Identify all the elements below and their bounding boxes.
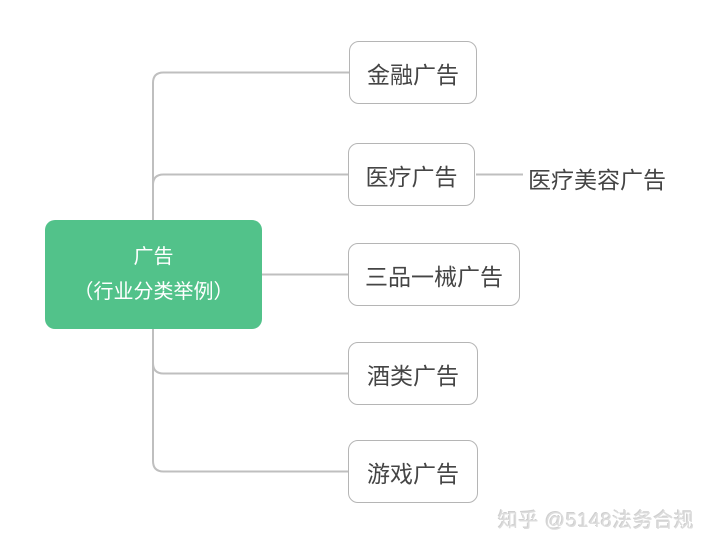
sub-node-medical-beauty-ads: 医疗美容广告 (528, 167, 666, 193)
root-node-advertising: 广告 （行业分类举例） (45, 220, 262, 329)
zhihu-watermark: 知乎 @5148法务合规 (498, 510, 695, 532)
child-node-label: 酒类广告 (367, 362, 459, 389)
child-node-alcohol-ads: 酒类广告 (348, 342, 478, 405)
connector-alcohol (152, 327, 348, 375)
child-node-three-products-one-device-ads: 三品一械广告 (348, 243, 520, 306)
child-node-medical-ads: 医疗广告 (348, 143, 475, 206)
connector-financial (152, 71, 349, 222)
connector-medical (152, 173, 348, 222)
child-node-label: 游戏广告 (367, 460, 459, 487)
child-node-label: 金融广告 (367, 61, 459, 88)
child-node-financial-ads: 金融广告 (349, 41, 477, 104)
child-node-game-ads: 游戏广告 (348, 440, 478, 503)
root-node-title: 广告 (133, 245, 174, 268)
root-node-subtitle: （行业分类举例） (73, 280, 234, 303)
connector-game (152, 327, 348, 473)
child-node-label: 医疗广告 (365, 163, 458, 190)
child-node-label: 三品一械广告 (365, 263, 503, 290)
